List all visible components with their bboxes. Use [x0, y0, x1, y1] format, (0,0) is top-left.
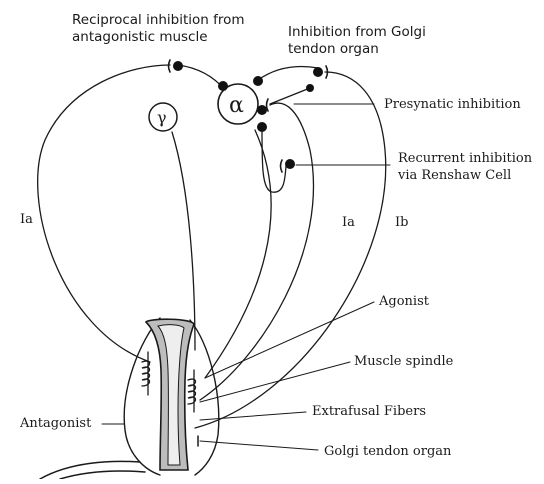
- synapse-dot: [253, 76, 263, 86]
- label-recurrent-line2: via Renshaw Cell: [398, 168, 511, 183]
- ib-afferent: [195, 72, 386, 428]
- reciprocal-fiber: [178, 65, 225, 90]
- synapse-dot: [285, 159, 295, 169]
- tendon-top: [40, 461, 140, 479]
- golgi-leader: [200, 441, 318, 450]
- synapse-dot: [313, 67, 323, 77]
- cleft: [169, 60, 171, 72]
- label-antagonist: Antagonist: [20, 416, 91, 431]
- ib-top-fiber: [258, 67, 318, 81]
- label-extrafusal: Extrafusal Fibers: [312, 404, 426, 419]
- alpha-efferent: [205, 130, 271, 378]
- alpha-symbol: α: [229, 93, 244, 118]
- presynaptic-line: [270, 88, 310, 104]
- label-presynaptic: Presynatic inhibition: [384, 97, 521, 112]
- ia-right-afferent: [200, 103, 313, 400]
- label-ia-left: Ia: [20, 212, 33, 227]
- synapse-dot: [173, 61, 183, 71]
- synapse-dot: [306, 84, 314, 92]
- synapse-dot: [257, 122, 267, 132]
- label-muscle-spindle: Muscle spindle: [354, 354, 453, 369]
- muscle-outline: [124, 318, 160, 475]
- gamma-symbol: γ: [157, 108, 167, 127]
- label-ia-right: Ia: [342, 215, 355, 230]
- gamma-efferent: [172, 132, 195, 350]
- label-golgi-tendon: Golgi tendon organ: [324, 444, 451, 459]
- label-golgi-inhibition-line1: Inhibition from Golgi: [288, 24, 426, 41]
- label-golgi-inhibition-line2: tendon organ: [288, 41, 379, 58]
- extrafusal-leader: [200, 412, 306, 420]
- cleft: [281, 160, 283, 172]
- synapse-dot: [218, 81, 228, 91]
- synapse-dot: [257, 105, 267, 115]
- leader-lines: [102, 104, 390, 450]
- synapse-clefts: [169, 60, 328, 172]
- label-reciprocal-line1: Reciprocal inhibition from: [72, 12, 245, 29]
- ia-left-afferent: [38, 65, 170, 362]
- label-reciprocal-line2: antagonistic muscle: [72, 29, 208, 46]
- label-agonist: Agonist: [379, 294, 429, 309]
- synapse-dots: [173, 61, 323, 169]
- cleft: [267, 99, 269, 111]
- tendon-bottom: [60, 471, 145, 479]
- label-recurrent-line1: Recurrent inhibition: [398, 151, 532, 166]
- label-ib: Ib: [395, 215, 408, 230]
